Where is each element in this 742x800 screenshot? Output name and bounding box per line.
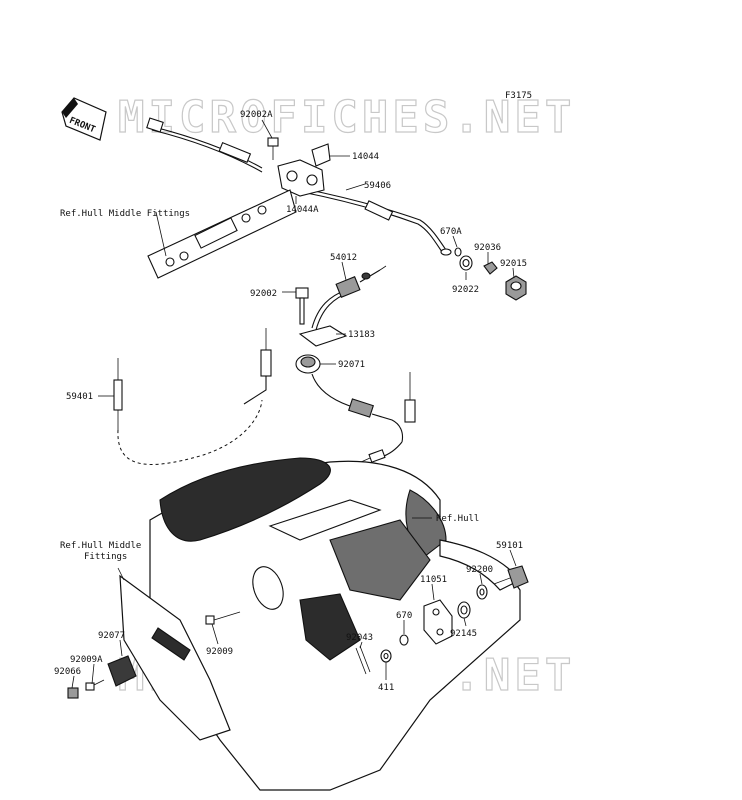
- plate-13183: [298, 325, 348, 347]
- washer-92200: [476, 584, 488, 600]
- ref-hull: Ref.Hull: [436, 514, 479, 524]
- cap-92077: [107, 655, 137, 687]
- label-14044A: 14044A: [286, 205, 319, 215]
- bolt-92043: [355, 645, 371, 675]
- washer-92022: [459, 255, 473, 271]
- label-92071: 92071: [338, 360, 365, 370]
- label-54012: 54012: [330, 253, 357, 263]
- upper-cable-assembly: [146, 117, 452, 256]
- cover-11051: [423, 599, 453, 645]
- label-14044: 14044: [352, 152, 379, 162]
- bracket-14044A: [277, 159, 325, 197]
- leader-lines: [71, 119, 517, 689]
- ref-hull-middle-fittings-left-line1: Ref.Hull Middle: [60, 541, 141, 551]
- washer-411: [380, 649, 392, 663]
- label-59406: 59406: [364, 181, 391, 191]
- hull-middle-fittings-plate-left: [119, 574, 231, 741]
- label-92009A: 92009A: [70, 655, 103, 665]
- label-13183: 13183: [348, 330, 375, 340]
- figure-code: F3175: [505, 91, 532, 101]
- label-92145: 92145: [450, 629, 477, 639]
- screw-92009A: [85, 679, 105, 691]
- ref-hull-middle-fittings-top: Ref.Hull Middle Fittings: [60, 209, 190, 219]
- ref-hull-middle-fittings-left-line2: Fittings: [84, 552, 127, 562]
- label-59401: 59401: [66, 392, 93, 402]
- hull-body: [149, 457, 521, 791]
- choke-cable-54012: [311, 265, 387, 331]
- bracket-14044: [311, 143, 331, 167]
- screw-92009: [205, 611, 241, 625]
- label-670: 670: [396, 611, 412, 621]
- label-411: 411: [378, 683, 394, 693]
- label-92043: 92043: [346, 633, 373, 643]
- label-11051: 11051: [420, 575, 447, 585]
- knob-59101: [493, 565, 529, 589]
- nut-92036: [483, 261, 498, 275]
- ring-670: [399, 634, 409, 646]
- label-670A: 670A: [440, 227, 462, 237]
- label-92002: 92002: [250, 289, 277, 299]
- ring-92145: [457, 601, 471, 619]
- front-arrow-icon: FRONT: [61, 97, 107, 141]
- label-92077: 92077: [98, 631, 125, 641]
- grommet-92071: [295, 354, 321, 374]
- label-92200: 92200: [466, 565, 493, 575]
- cable-right-assembly: [311, 372, 416, 469]
- label-92036: 92036: [474, 243, 501, 253]
- screw-92002A: [267, 137, 279, 160]
- label-92066: 92066: [54, 667, 81, 677]
- label-92022: 92022: [452, 285, 479, 295]
- label-92009: 92009: [206, 647, 233, 657]
- label-92015: 92015: [500, 259, 527, 269]
- bolt-92002: [295, 287, 309, 325]
- ring-670A: [454, 247, 462, 257]
- label-59101: 59101: [496, 541, 523, 551]
- cable-59401: [113, 328, 272, 465]
- cap-nut-92015: [505, 275, 527, 301]
- label-92002A: 92002A: [240, 110, 273, 120]
- hull-middle-fittings-plate-top: [147, 189, 297, 279]
- nut-92066: [67, 687, 79, 699]
- watermark-top: MICROFICHES.NET: [118, 92, 575, 143]
